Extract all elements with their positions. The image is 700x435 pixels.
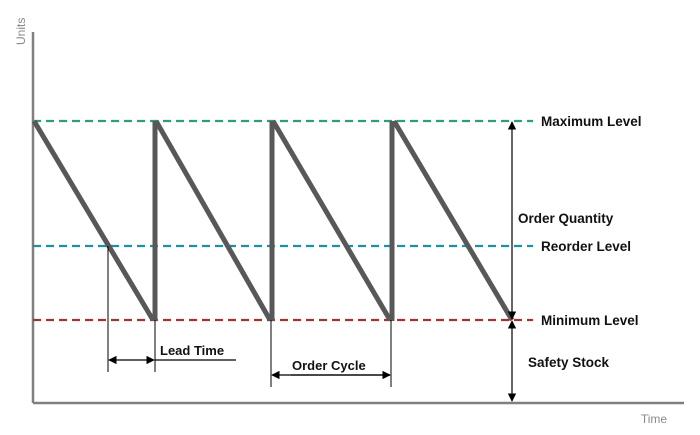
order-quantity-label: Order Quantity [518,211,614,226]
stock-level-series [31,119,515,322]
y-axis-title: Units [14,18,28,45]
stock-depletion-segment [153,119,273,322]
axes-group [31,32,684,405]
minimum-level-label: Minimum Level [541,313,639,328]
maximum-level-label: Maximum Level [541,114,642,129]
x-axis-title: Time [641,412,668,426]
stock-depletion-segment [270,119,393,322]
order-cycle-label: Order Cycle [292,358,366,373]
lead-time-label: Lead Time [160,343,224,358]
stock-depletion-segment [391,119,515,322]
span-label-rules [155,359,390,376]
reference-lines-group [33,119,533,322]
stock-depletion-segment [31,119,156,322]
guide-lines-group [107,246,392,387]
safety-stock-label: Safety Stock [528,355,610,370]
reorder-level-label: Reorder Level [541,239,631,254]
